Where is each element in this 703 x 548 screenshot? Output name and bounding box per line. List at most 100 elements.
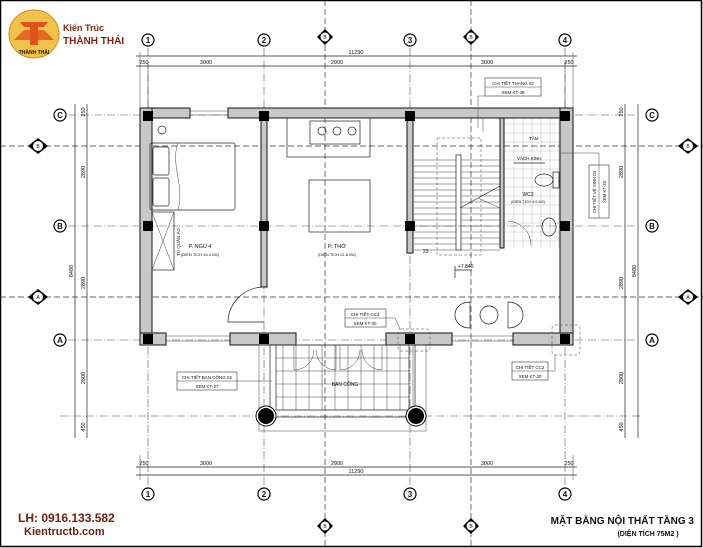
svg-text:3: 3 — [408, 36, 413, 45]
website: Kientructb.com — [24, 526, 105, 538]
altar-room-area: (DIỆN TÍCH 21.6 M2) — [318, 252, 357, 257]
svg-text:3000: 3000 — [200, 461, 212, 467]
svg-text:11290: 11290 — [349, 50, 364, 56]
svg-text:250: 250 — [81, 107, 87, 116]
svg-text:XEM KT-30: XEM KT-30 — [353, 321, 377, 326]
altar-table — [286, 117, 371, 158]
bedroom-name: P. NGỦ 4 — [189, 243, 212, 250]
axis-bubbles-top: 1 2 3 4 — [141, 33, 572, 47]
svg-text:XEM KT-38: XEM KT-38 — [501, 90, 525, 95]
wc-name: WC3 — [522, 192, 533, 198]
balcony-name: BAN CÔNG — [332, 381, 359, 388]
axis-bubbles-right: C B A — [645, 108, 659, 347]
callout-cc2: CHI TIẾT CC2 XEM KT-30 — [511, 324, 581, 381]
wc-area: (DIỆN TÍCH 4.6 M2) — [511, 199, 546, 204]
svg-text:A: A — [57, 336, 63, 345]
svg-text:3000: 3000 — [200, 60, 212, 66]
svg-text:1: 1 — [146, 36, 151, 45]
callout-cc4: CHI TIẾT CC4 XEM KT-30 — [344, 308, 431, 352]
svg-text:XEM KT-43: XEM KT-43 — [602, 180, 607, 203]
svg-text:A: A — [649, 336, 655, 345]
svg-text:2900: 2900 — [331, 60, 343, 66]
dimensions-right: 8480 250 2890 2890 2800 450 — [619, 104, 639, 438]
svg-text:A: A — [36, 295, 40, 301]
wardrobe-label: TỦ QUẦN ÁO — [175, 228, 181, 257]
contact-phone: LH: 0916.133.582 — [18, 511, 115, 525]
svg-text:CHI TIẾT CC2: CHI TIẾT CC2 — [516, 364, 545, 370]
svg-text:250: 250 — [564, 461, 573, 467]
svg-text:A: A — [686, 295, 690, 301]
svg-text:CHI TIẾT BAN CÔNG 02: CHI TIẾT BAN CÔNG 02 — [182, 374, 233, 380]
svg-text:2900: 2900 — [331, 461, 343, 467]
drawing-subtitle: (DIỆN TÍCH 75M2 ) — [617, 529, 678, 538]
sofa-set — [454, 301, 524, 329]
svg-text:XEM KT-27: XEM KT-27 — [195, 384, 219, 389]
svg-text:250: 250 — [139, 60, 148, 66]
logo-badge: THÀNH THÁI — [19, 49, 50, 56]
svg-text:CHI TIẾT CC4: CHI TIẾT CC4 — [351, 311, 380, 317]
svg-text:2: 2 — [262, 490, 267, 499]
svg-text:3: 3 — [408, 490, 413, 499]
logo-line2: THÀNH THÁI — [63, 34, 124, 47]
table — [308, 179, 371, 233]
svg-text:3000: 3000 — [481, 60, 493, 66]
svg-text:C: C — [649, 111, 655, 120]
svg-text:CHI TIẾT THANG 02: CHI TIẾT THANG 02 — [492, 80, 534, 86]
svg-text:1: 1 — [146, 490, 151, 499]
level-marker: +7.840 — [454, 264, 474, 278]
callout-balcony: CHI TIẾT BAN CÔNG 02 XEM KT-27 — [176, 371, 272, 391]
callout-wc: CHI TIẾT VỆ SINH 03 XEM KT-43 — [560, 152, 610, 219]
svg-text:2890: 2890 — [619, 166, 625, 178]
company-logo: THÀNH THÁI Kiến Trúc THÀNH THÁI — [8, 9, 124, 59]
lamp-icon — [157, 125, 167, 135]
shower-label: TẮM — [529, 134, 539, 141]
svg-text:B: B — [36, 144, 40, 150]
svg-text:+7.840: +7.840 — [458, 264, 474, 270]
glass-partition-label: VÁCH KÍNH — [517, 155, 542, 161]
svg-text:250: 250 — [139, 461, 148, 467]
svg-text:4: 4 — [563, 36, 568, 45]
svg-text:B: B — [323, 35, 327, 41]
toilet-icon — [534, 173, 554, 187]
balcony: BAN CÔNG — [255, 344, 427, 432]
svg-text:B: B — [323, 524, 327, 530]
svg-text:250: 250 — [619, 107, 625, 116]
svg-text:B: B — [57, 222, 63, 231]
wc-bathroom: TẮM VÁCH KÍNH WC3 (DIỆN TÍCH 4.6 M2) — [504, 118, 560, 248]
svg-text:450: 450 — [619, 422, 625, 431]
callout-stair: CHI TIẾT THANG 02 XEM KT-38 — [477, 77, 542, 128]
wardrobe: TỦ QUẦN ÁO — [151, 211, 181, 271]
axis-bubbles-left: C B A — [53, 108, 67, 347]
svg-text:XEM KT-30: XEM KT-30 — [518, 374, 542, 379]
svg-text:CHI TIẾT VỆ SINH 03: CHI TIẾT VỆ SINH 03 — [592, 170, 597, 213]
svg-text:2890: 2890 — [81, 166, 87, 178]
svg-text:B: B — [686, 144, 690, 150]
section-markers: B B B B B B A A — [28, 29, 698, 534]
dimensions-bottom: 250 3000 2900 3000 250 11290 — [136, 455, 577, 480]
svg-text:2800: 2800 — [619, 372, 625, 384]
bedroom-door — [227, 286, 265, 323]
logo-line1: Kiến Trúc — [63, 23, 104, 33]
svg-text:8480: 8480 — [632, 265, 638, 277]
svg-text:8480: 8480 — [69, 265, 75, 277]
svg-text:250: 250 — [564, 60, 573, 66]
axis-bubbles-bottom: 1 2 3 4 — [141, 487, 572, 501]
svg-text:2890: 2890 — [81, 277, 87, 289]
bed — [149, 142, 236, 211]
svg-text:B: B — [469, 35, 473, 41]
dimensions-top: 11290 250 3000 2900 3000 250 — [136, 50, 577, 108]
sink-icon — [541, 217, 557, 237]
svg-text:2890: 2890 — [619, 277, 625, 289]
svg-text:11290: 11290 — [349, 469, 364, 475]
svg-text:C: C — [57, 111, 63, 120]
svg-text:450: 450 — [81, 422, 87, 431]
svg-text:2800: 2800 — [81, 372, 87, 384]
staircase: 23 — [414, 118, 501, 256]
stair-step-count: 23 — [423, 249, 429, 255]
svg-text:B: B — [649, 222, 655, 231]
svg-text:2: 2 — [262, 36, 267, 45]
svg-text:3000: 3000 — [481, 461, 493, 467]
